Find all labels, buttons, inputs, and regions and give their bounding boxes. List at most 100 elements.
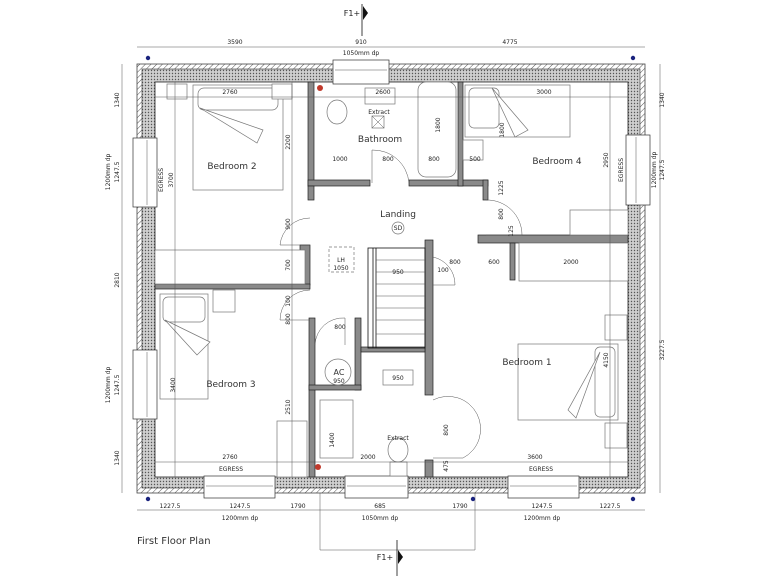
dim-text: 910 xyxy=(355,39,367,46)
dim-text: 1227.5 xyxy=(160,503,181,510)
outer-dimensions: 3590 910 4775 1050mm dp 1227.5 1247.5 17… xyxy=(105,39,666,522)
dim-text: 1050mm dp xyxy=(362,515,399,522)
dim-text: 2600 xyxy=(375,89,390,96)
dim-text: 1800 xyxy=(499,122,506,137)
dim-text: 3400 xyxy=(170,377,177,392)
egress-label: EGRESS xyxy=(618,158,625,182)
dim-text: 1790 xyxy=(452,503,467,510)
dim-text: 1790 xyxy=(290,503,305,510)
staircase xyxy=(367,247,426,349)
dim-text: 700 xyxy=(285,259,292,271)
dim-text: 800 xyxy=(285,313,292,325)
egress-label: EGRESS xyxy=(219,466,243,473)
linen-cupboard xyxy=(328,246,355,273)
dim-text: 1247.5 xyxy=(114,374,121,395)
dim-text: 600 xyxy=(488,259,500,266)
dim-text: 2760 xyxy=(222,89,237,96)
room-label-bedroom4: Bedroom 4 xyxy=(532,157,582,167)
section-marker-bottom: F1+ xyxy=(319,493,476,576)
dim-text: 1247.5 xyxy=(659,159,666,180)
egress-label: EGRESS xyxy=(529,466,553,473)
dim-text: 800 xyxy=(428,156,440,163)
room-label-bathroom: Bathroom xyxy=(358,135,402,145)
dim-text: 100 xyxy=(285,295,292,307)
plan-title: First Floor Plan xyxy=(137,536,211,547)
extract-label: Extract xyxy=(368,109,390,116)
dim-text: 3600 xyxy=(527,454,542,461)
room-label-bedroom3: Bedroom 3 xyxy=(206,380,255,390)
dim-text: 1400 xyxy=(329,432,336,447)
dim-text: 2950 xyxy=(603,152,610,167)
dim-text: 2000 xyxy=(563,259,578,266)
dim-text: 800 xyxy=(334,324,346,331)
dim-text: 125 xyxy=(508,225,515,237)
room-label-landing: Landing xyxy=(380,210,416,220)
dimension-lines xyxy=(121,46,661,511)
dim-text: 1247.5 xyxy=(230,503,251,510)
windows xyxy=(132,59,651,499)
section-label-bottom: F1+ xyxy=(377,553,393,562)
dim-text: 1000 xyxy=(332,156,347,163)
dim-text: 475 xyxy=(443,460,450,472)
dim-text: 2810 xyxy=(114,272,121,287)
dim-text: 1200mm dp xyxy=(651,152,658,189)
dim-text: 4150 xyxy=(603,352,610,367)
dim-text: 2000 xyxy=(360,454,375,461)
dim-text: 800 xyxy=(382,156,394,163)
dim-text: 1340 xyxy=(659,92,666,107)
dim-text: 3590 xyxy=(227,39,242,46)
room-label-bedroom2: Bedroom 2 xyxy=(207,162,256,172)
ac-size: 950 xyxy=(333,378,345,385)
section-label-top: F1+ xyxy=(344,9,360,18)
fixture-labels: Extract Extract SD LH 1050 AC 950 950 EG… xyxy=(158,109,625,473)
lh-label: LH xyxy=(337,257,345,264)
alarm-icon-top xyxy=(317,85,323,91)
cupboard xyxy=(382,369,414,386)
lh-size: 1050 xyxy=(333,265,348,272)
extract-label: Extract xyxy=(387,435,409,442)
room-label-bedroom1: Bedroom 1 xyxy=(502,358,551,368)
dim-text: 1200mm dp xyxy=(105,367,112,404)
dim-text: 900 xyxy=(285,218,292,230)
airing-cupboard xyxy=(324,358,352,386)
dim-text: 1200mm dp xyxy=(222,515,259,522)
bathtub xyxy=(417,81,457,178)
dim-text: 3000 xyxy=(536,89,551,96)
dim-text: 2760 xyxy=(222,454,237,461)
dim-text: 1247.5 xyxy=(532,503,553,510)
dim-text: 2510 xyxy=(285,399,292,414)
dim-text: 1340 xyxy=(114,92,121,107)
dim-text: 1225 xyxy=(498,180,505,195)
dim-text: 3227.5 xyxy=(659,339,666,360)
toilet-top xyxy=(326,99,348,125)
dim-text: 800 xyxy=(443,424,450,436)
dim-text: 4775 xyxy=(502,39,517,46)
dim-text: 3700 xyxy=(168,172,175,187)
dim-text: 500 xyxy=(469,156,481,163)
dim-text: 950 xyxy=(392,269,404,276)
room-labels: Bedroom 2 Bathroom Bedroom 4 Landing Bed… xyxy=(206,135,582,390)
dim-text: 1227.5 xyxy=(600,503,621,510)
dim-text: 1050mm dp xyxy=(343,50,380,57)
section-marker-top: F1+ xyxy=(344,4,368,36)
shower-tray xyxy=(319,399,354,459)
dim-text: 100 xyxy=(437,267,449,274)
smoke-detector-icon xyxy=(391,221,405,235)
basin xyxy=(364,87,396,105)
dim-text: 1200mm dp xyxy=(105,154,112,191)
dim-text: 800 xyxy=(449,259,461,266)
alarm-icon-bottom xyxy=(315,464,321,470)
dim-text: 1200mm dp xyxy=(524,515,561,522)
inner-dimensions: 2760 2600 3000 1000 800 800 500 2200 370… xyxy=(168,89,610,472)
dim-text: 2200 xyxy=(285,134,292,149)
dim-text: 1800 xyxy=(435,117,442,132)
dim-text: 685 xyxy=(374,503,386,510)
smoke-detector-label: SD xyxy=(394,225,403,232)
furniture xyxy=(154,81,629,478)
dim-text: 800 xyxy=(498,208,505,220)
doors xyxy=(279,149,523,459)
dim-text: 1247.5 xyxy=(114,161,121,182)
dim-text: 1340 xyxy=(114,450,121,465)
cupboard-size: 950 xyxy=(392,375,404,382)
